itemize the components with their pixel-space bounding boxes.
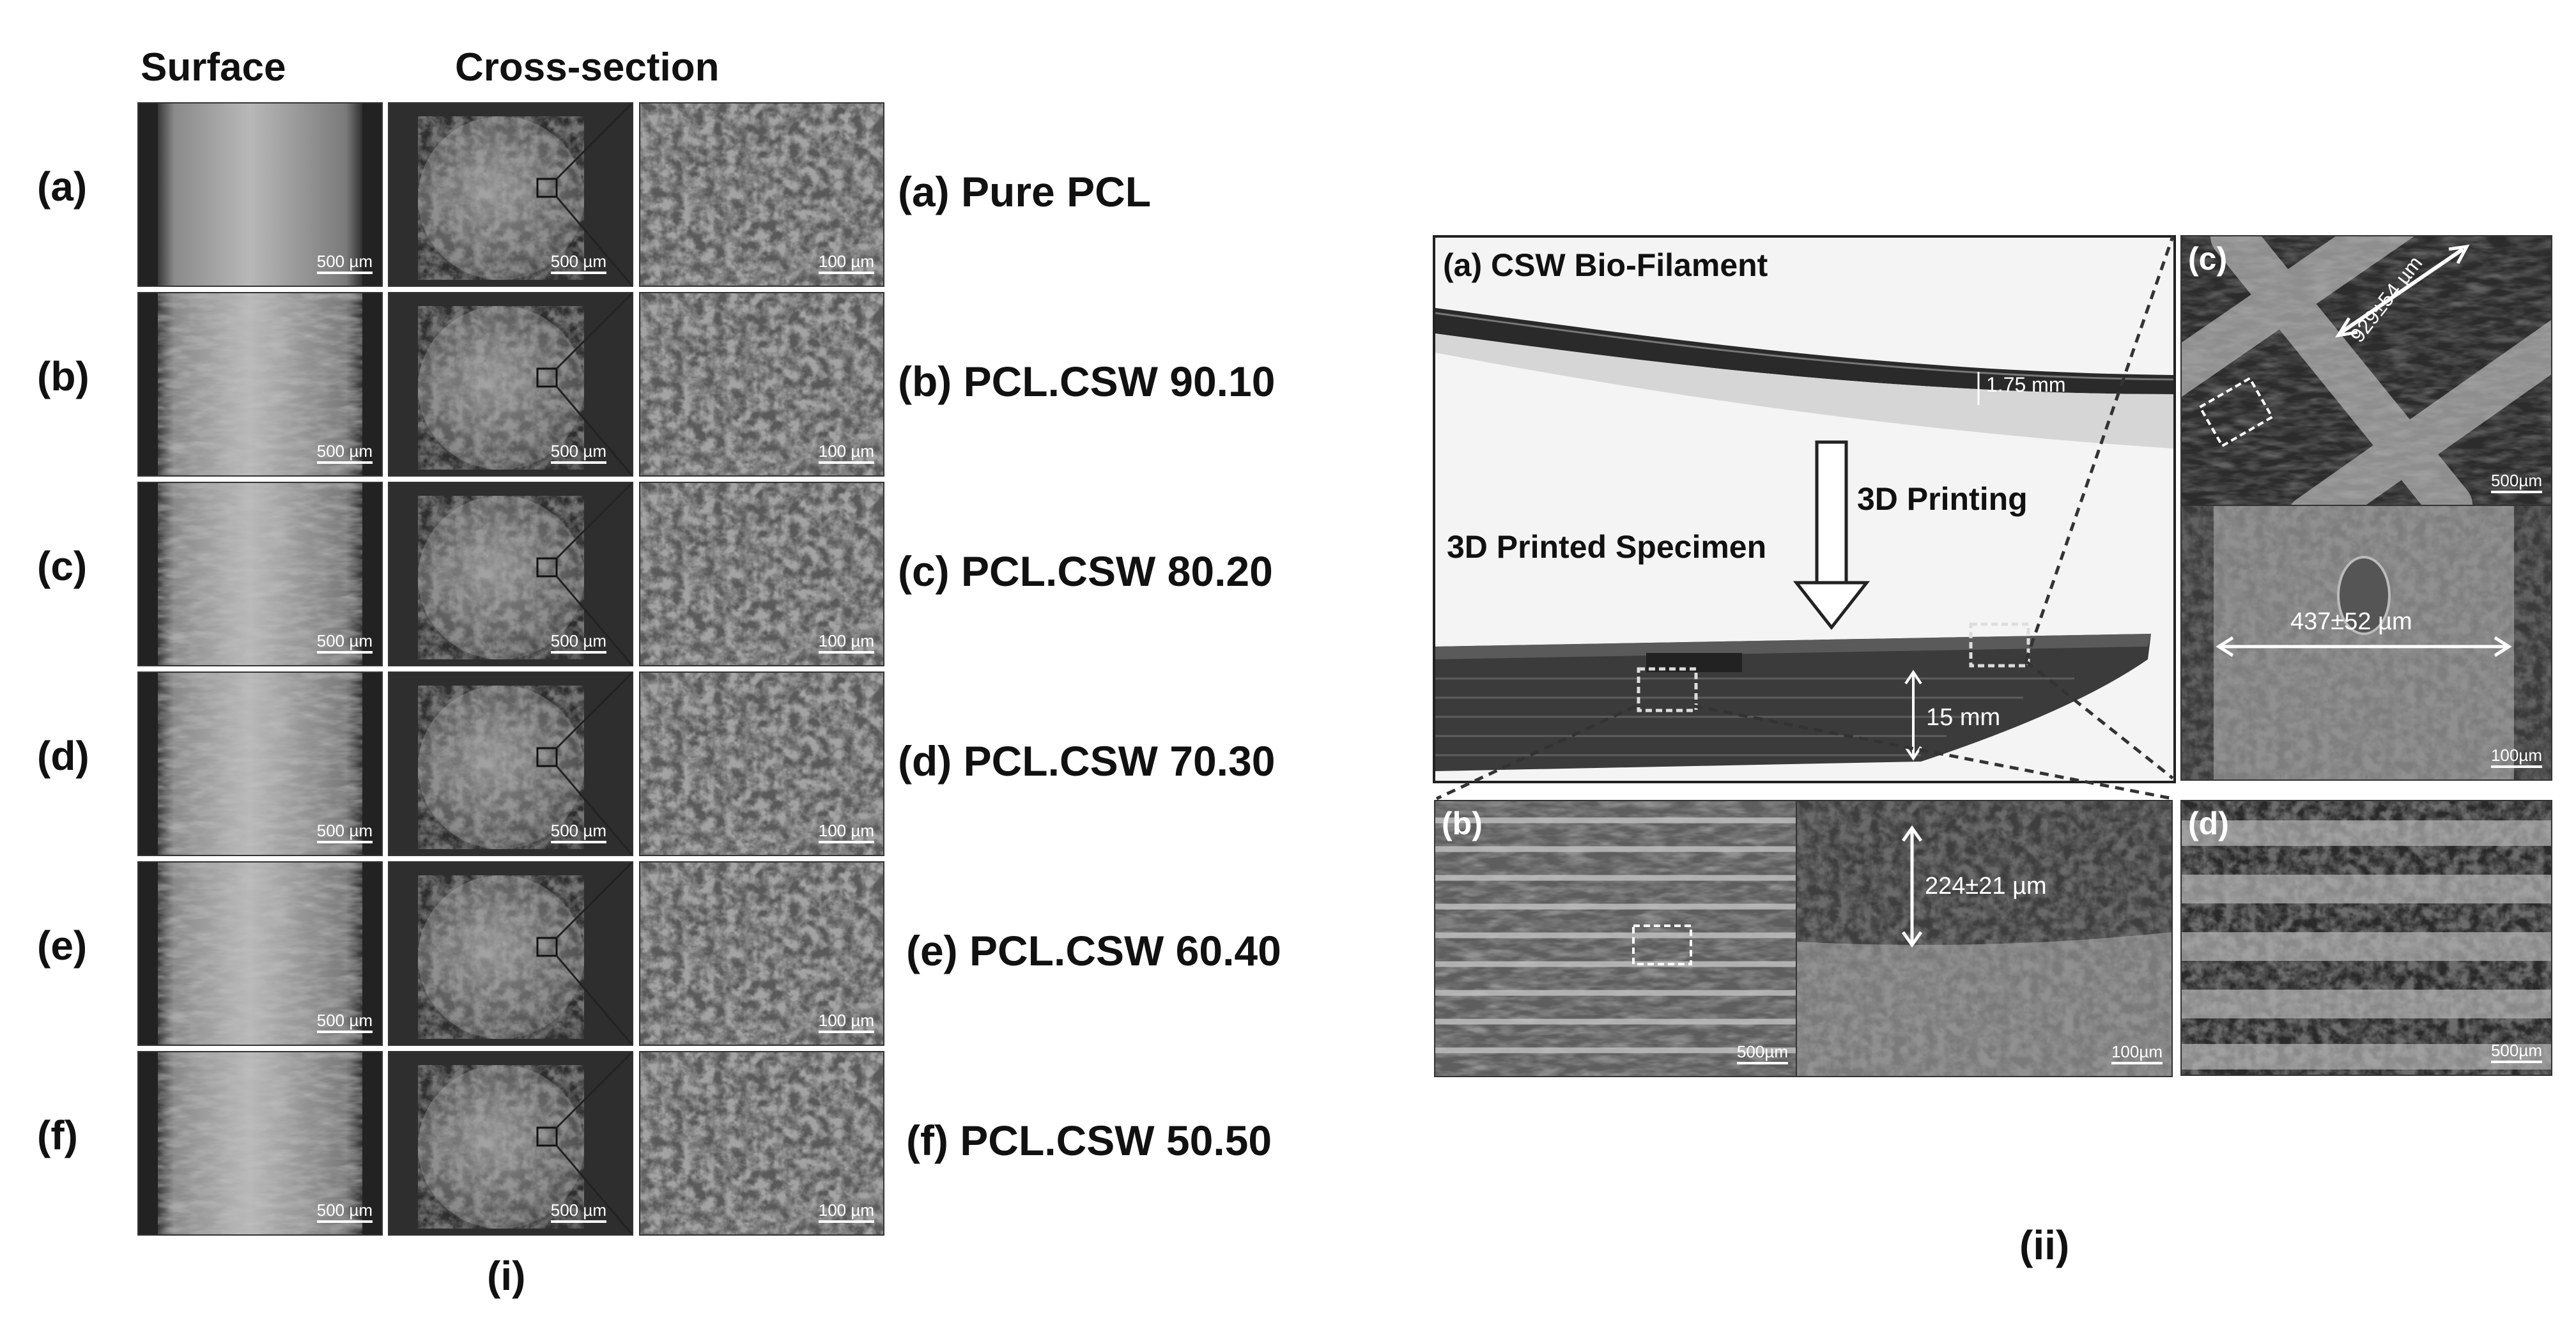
scale-bar-b-right: 100µm bbox=[2111, 1043, 2163, 1064]
filament-thickness: 1.75 mm bbox=[1986, 373, 2066, 396]
scale-bar: 100 µm bbox=[819, 253, 874, 274]
sample-caption: (a) Pure PCL bbox=[898, 168, 1152, 215]
measure-b: 224±21 µm bbox=[1925, 873, 2047, 900]
cross-section-sem-image: 500 µm bbox=[388, 292, 633, 477]
sample-caption: (e) PCL.CSW 60.40 bbox=[906, 927, 1281, 974]
row-label: (a) bbox=[37, 164, 88, 210]
zoom-sem-image: 100 µm bbox=[639, 671, 884, 856]
scale-bar-c-bottom: 100µm bbox=[2491, 747, 2542, 768]
panel-b-label: (b) bbox=[1442, 806, 1483, 841]
scale-bar-b-left: 500µm bbox=[1737, 1043, 1788, 1064]
cross-section-sem-image: 500 µm bbox=[388, 102, 633, 287]
zoom-sem-image: 100 µm bbox=[639, 102, 884, 287]
scale-bar: 100 µm bbox=[819, 443, 874, 464]
process-label: 3D Printing bbox=[1857, 481, 2028, 517]
scale-bar: 100 µm bbox=[819, 822, 874, 843]
scale-bar: 500 µm bbox=[551, 253, 606, 274]
surface-sem-image: 500 µm bbox=[137, 292, 383, 477]
surface-header: Surface bbox=[141, 45, 286, 89]
cross-section-header: Cross-section bbox=[455, 45, 720, 89]
cross-section-sem-image: 500 µm bbox=[388, 482, 633, 666]
panel-d-label: (d) bbox=[2188, 806, 2229, 841]
scale-bar: 500 µm bbox=[317, 822, 373, 843]
scale-bar: 500 µm bbox=[551, 1202, 606, 1223]
photo-illustration bbox=[1435, 308, 2173, 771]
row-label: (f) bbox=[37, 1112, 78, 1158]
zoom-sem-image: 100 µm bbox=[639, 861, 884, 1046]
figure-label-ii: (ii) bbox=[2019, 1222, 2070, 1268]
scale-bar: 100 µm bbox=[819, 633, 874, 654]
measure-c-bottom: 437±52 µm bbox=[2290, 608, 2412, 635]
surface-sem-image: 500 µm bbox=[137, 861, 383, 1046]
scale-bar: 500 µm bbox=[317, 253, 373, 274]
cross-section-sem-image: 500 µm bbox=[388, 1051, 633, 1236]
sample-caption: (f) PCL.CSW 50.50 bbox=[906, 1117, 1272, 1164]
sem-panel-c-bottom: 437±52 µm 100µm bbox=[2180, 505, 2552, 781]
zoom-sem-image: 100 µm bbox=[639, 482, 884, 666]
scale-bar: 100 µm bbox=[819, 1012, 874, 1033]
sample-caption: (c) PCL.CSW 80.20 bbox=[898, 548, 1273, 595]
zoom-sem-image: 100 µm bbox=[639, 1051, 884, 1236]
sem-panel-c-top: (c) 929±54 µm 500µm bbox=[2180, 235, 2552, 506]
row-label: (d) bbox=[37, 733, 89, 779]
photo-panel-a: (a) CSW Bio-Filament 1.75 mm 3D Printing… bbox=[1433, 235, 2176, 783]
scale-bar: 500 µm bbox=[317, 633, 373, 654]
scale-bar: 500 µm bbox=[317, 443, 373, 464]
panel-c-label: (c) bbox=[2188, 241, 2228, 277]
cross-section-sem-image: 500 µm bbox=[388, 671, 633, 856]
row-label: (e) bbox=[37, 923, 88, 969]
surface-sem-image: 500 µm bbox=[137, 1051, 383, 1236]
scale-bar-d: 500µm bbox=[2491, 1042, 2542, 1063]
sem-panel-d: (d) 500µm bbox=[2180, 800, 2552, 1076]
scale-bar: 500 µm bbox=[551, 822, 606, 843]
surface-sem-image: 500 µm bbox=[137, 671, 383, 856]
sem-panel-b-left: (b) 500µm bbox=[1434, 800, 1798, 1077]
scale-bar: 500 µm bbox=[317, 1012, 373, 1033]
panel-a-title: (a) CSW Bio-Filament bbox=[1443, 247, 1768, 283]
scale-bar: 500 µm bbox=[551, 443, 606, 464]
scale-bar-c-top: 500µm bbox=[2491, 472, 2542, 493]
sem-panel-b-right: 224±21 µm 100µm bbox=[1796, 800, 2173, 1077]
cross-section-sem-image bbox=[388, 861, 633, 1046]
row-label: (b) bbox=[37, 353, 89, 399]
specimen-label: 3D Printed Specimen bbox=[1447, 529, 1767, 565]
specimen-height: 15 mm bbox=[1926, 704, 2001, 731]
zoom-sem-image: 100 µm bbox=[639, 292, 884, 477]
scale-bar: 100 µm bbox=[819, 1202, 874, 1223]
scale-bar: 500 µm bbox=[317, 1202, 373, 1223]
row-label: (c) bbox=[37, 543, 88, 589]
surface-sem-image: 500 µm bbox=[137, 102, 383, 287]
figure-label-i: (i) bbox=[487, 1253, 526, 1299]
surface-sem-image: 500 µm bbox=[137, 482, 383, 666]
sample-caption: (d) PCL.CSW 70.30 bbox=[898, 737, 1276, 785]
sample-caption: (b) PCL.CSW 90.10 bbox=[898, 358, 1276, 405]
scale-bar: 500 µm bbox=[551, 633, 606, 654]
